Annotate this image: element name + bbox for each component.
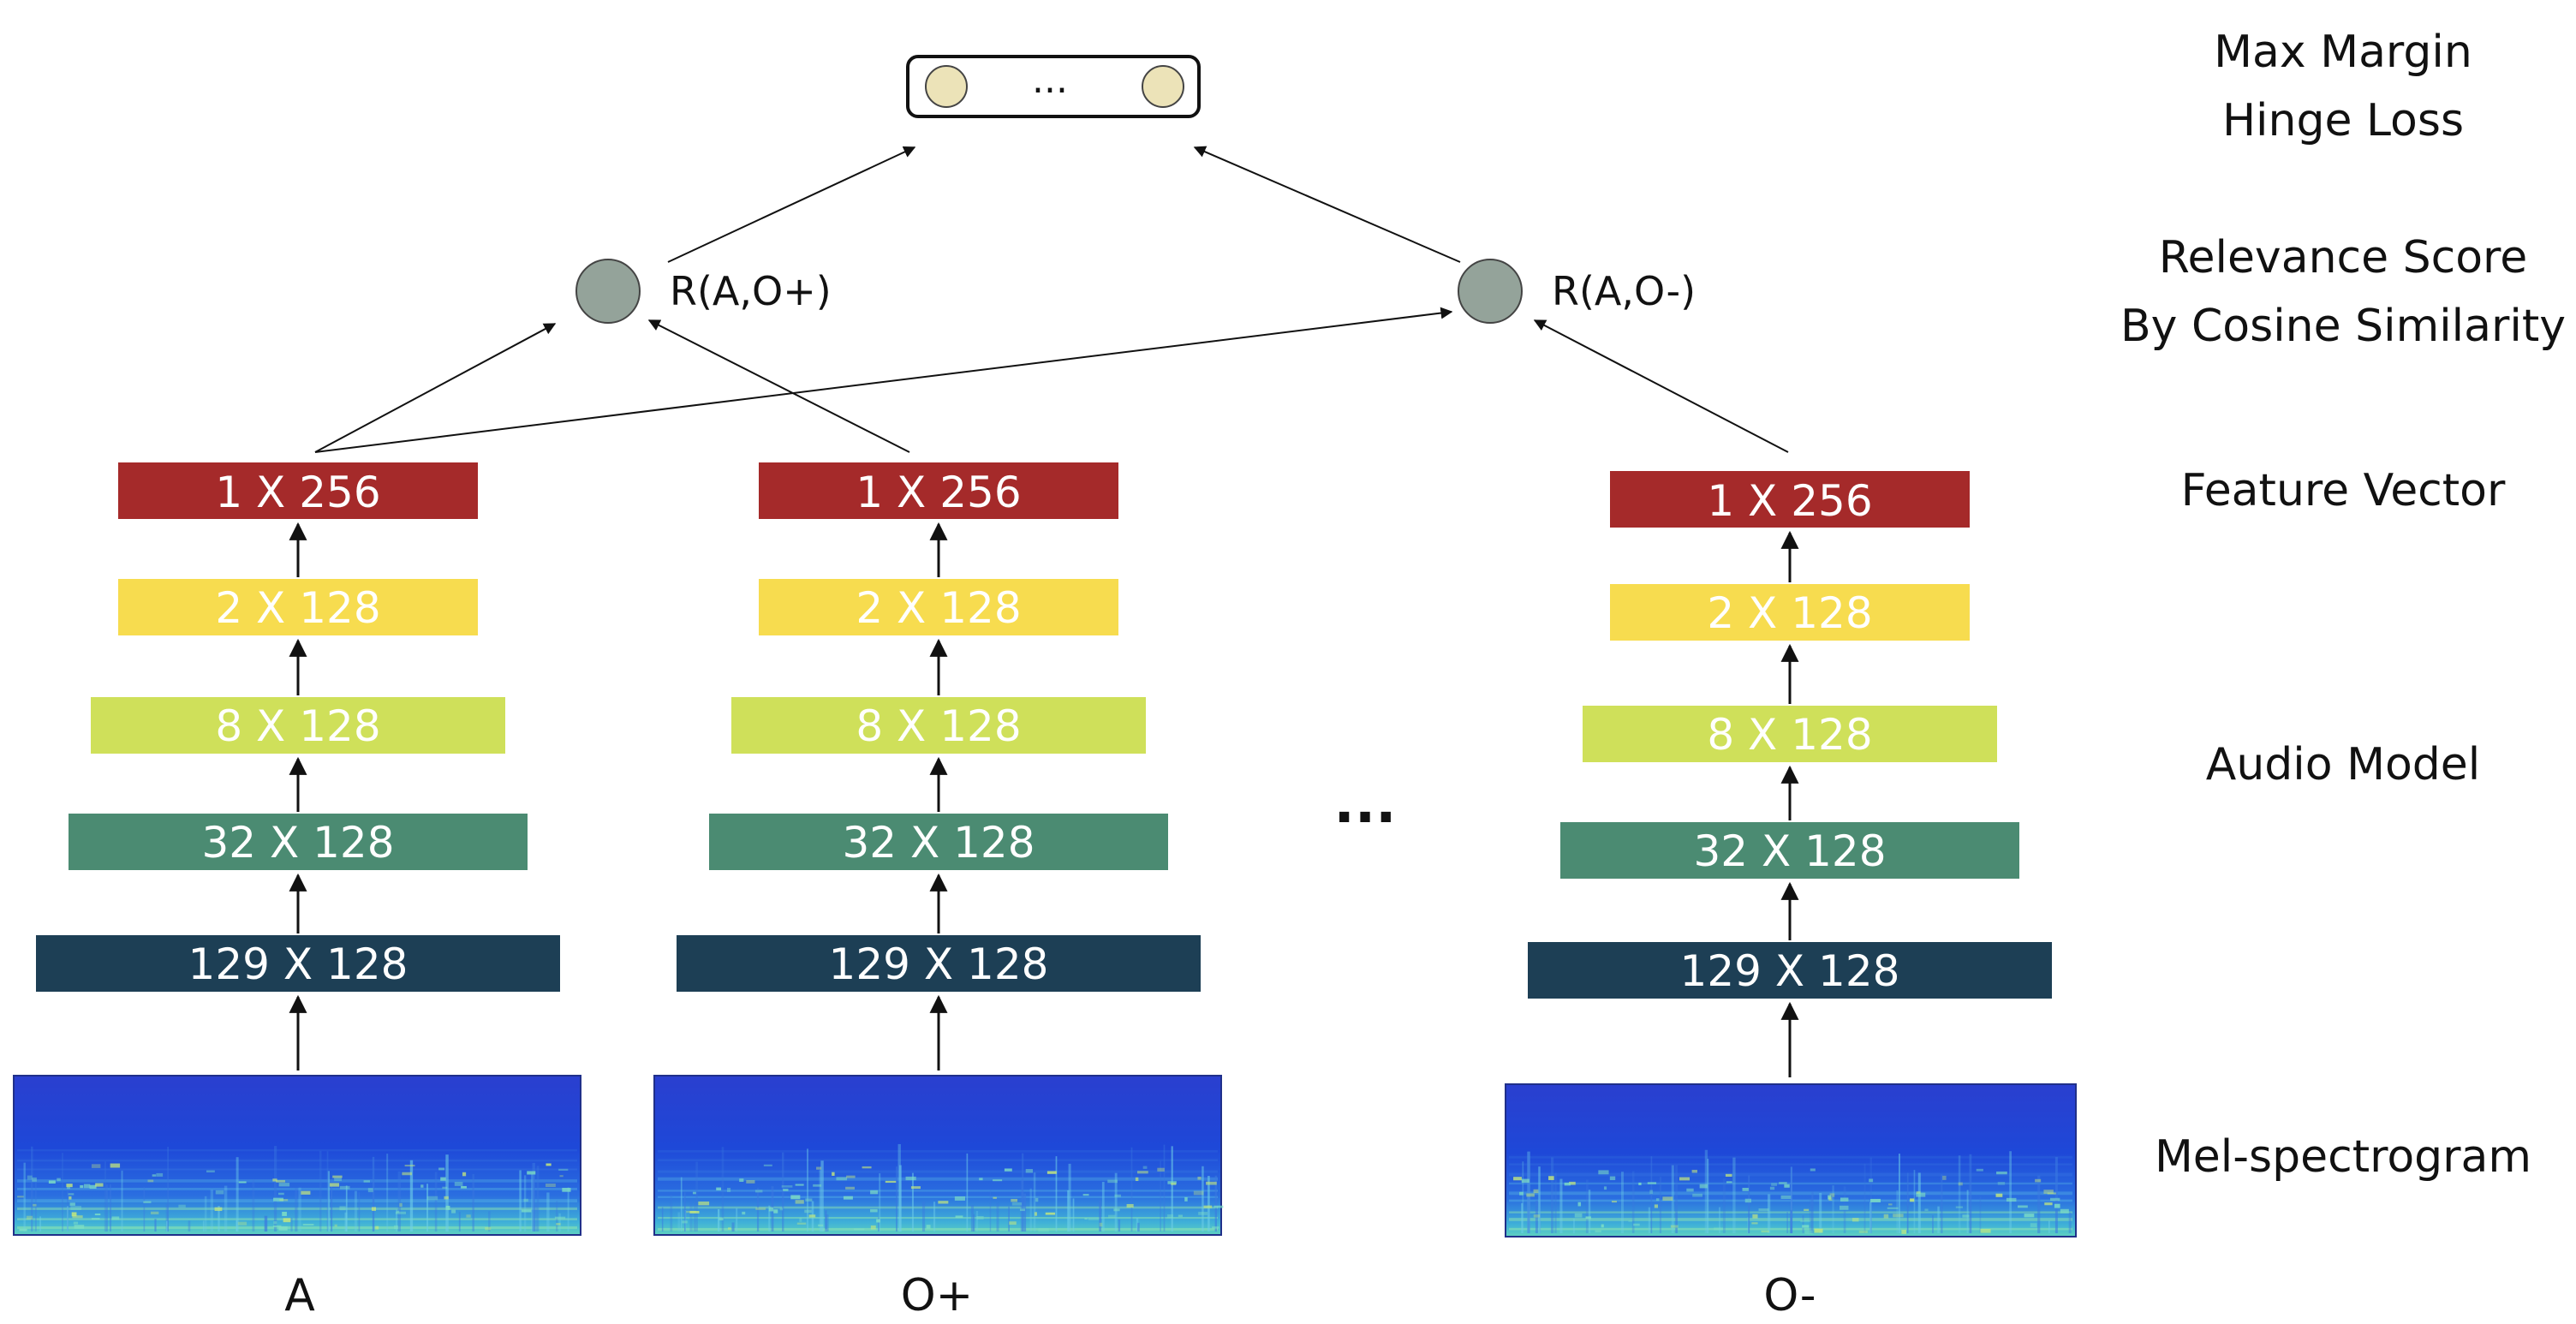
layer-2x128-oneg-label: 2 X 128 — [1707, 588, 1872, 638]
layer-32x128-a-label: 32 X 128 — [201, 818, 394, 868]
arrow-a-to-neg — [314, 307, 1453, 453]
layer-1x256-a — [118, 462, 478, 519]
hinge-loss-box — [906, 55, 1201, 118]
mel-spectrogram-a — [13, 1075, 581, 1236]
layer-2x128-a-label: 2 X 128 — [215, 583, 380, 633]
column-o-positive: 1 X 256 2 X 128 8 X 128 32 X 128 129 X 1… — [653, 462, 1224, 1321]
score-label-negative: R(A,O-) — [1552, 268, 1696, 314]
audio-model-label: Audio Model — [2206, 739, 2480, 790]
mel-spectrogram-opos — [653, 1075, 1224, 1236]
layer-8x128-opos-label: 8 X 128 — [856, 701, 1021, 751]
layer-32x128-a — [69, 814, 528, 870]
arrow-a-to-pos — [314, 323, 557, 453]
layer-32x128-oneg-label: 32 X 128 — [1693, 826, 1886, 876]
columns-ellipsis: ... — [1334, 772, 1397, 836]
column-a: 1 X 256 2 X 128 8 X 128 32 X 128 129 X 1… — [13, 462, 581, 1321]
layer-2x128-oneg — [1610, 584, 1970, 641]
loss-node-right — [1142, 65, 1184, 108]
score-node-positive — [575, 259, 641, 324]
layer-129x128-opos-label: 129 X 128 — [829, 939, 1049, 989]
column-o-negative: 1 X 256 2 X 128 8 X 128 32 X 128 129 X 1… — [1505, 471, 2077, 1321]
score-label-positive: R(A,O+) — [670, 268, 832, 314]
layer-2x128-opos-label: 2 X 128 — [856, 583, 1021, 633]
feature-vector-label: Feature Vector — [2181, 465, 2506, 516]
layer-1x256-a-label: 1 X 256 — [215, 468, 380, 517]
mel-spectrogram-oneg — [1505, 1083, 2077, 1238]
layer-32x128-oneg — [1560, 822, 2019, 879]
mel-spectrogram-label: Mel-spectrogram — [2155, 1131, 2531, 1183]
layer-2x128-a — [118, 579, 478, 635]
layer-1x256-opos-label: 1 X 256 — [856, 468, 1021, 517]
layer-129x128-oneg — [1528, 942, 2052, 999]
layer-8x128-a — [91, 697, 505, 754]
layer-2x128-opos — [759, 579, 1118, 635]
loss-label-line2: Hinge Loss — [2222, 95, 2464, 146]
arrow-opos-to-pos — [647, 319, 910, 453]
loss-node-left — [925, 65, 968, 108]
layer-8x128-a-label: 8 X 128 — [215, 701, 380, 751]
layer-1x256-oneg-label: 1 X 256 — [1707, 476, 1872, 526]
layer-8x128-oneg — [1583, 706, 1997, 762]
layer-129x128-a — [36, 935, 560, 992]
layer-129x128-oneg-label: 129 X 128 — [1680, 946, 1900, 996]
column-label-oneg: O- — [1763, 1270, 1816, 1321]
loss-box-ellipsis: ... — [1032, 58, 1068, 102]
layer-32x128-opos — [709, 814, 1168, 870]
arrow-pos-to-loss — [667, 146, 916, 263]
arrow-neg-to-loss — [1193, 146, 1461, 263]
relevance-label-line1: Relevance Score — [2159, 232, 2528, 283]
column-label-opos: O+ — [901, 1270, 974, 1321]
layer-1x256-oneg — [1610, 471, 1970, 528]
relevance-label-line2: By Cosine Similarity — [2120, 301, 2566, 352]
arrow-oneg-to-neg — [1533, 319, 1789, 453]
layer-32x128-opos-label: 32 X 128 — [842, 818, 1035, 868]
layer-1x256-opos — [759, 462, 1118, 519]
score-node-negative — [1458, 259, 1523, 324]
layer-8x128-opos — [731, 697, 1146, 754]
layer-129x128-opos — [677, 935, 1201, 992]
layer-8x128-oneg-label: 8 X 128 — [1707, 710, 1872, 760]
layer-129x128-a-label: 129 X 128 — [188, 939, 408, 989]
column-label-a: A — [284, 1270, 315, 1321]
loss-label-line1: Max Margin — [2214, 27, 2472, 78]
